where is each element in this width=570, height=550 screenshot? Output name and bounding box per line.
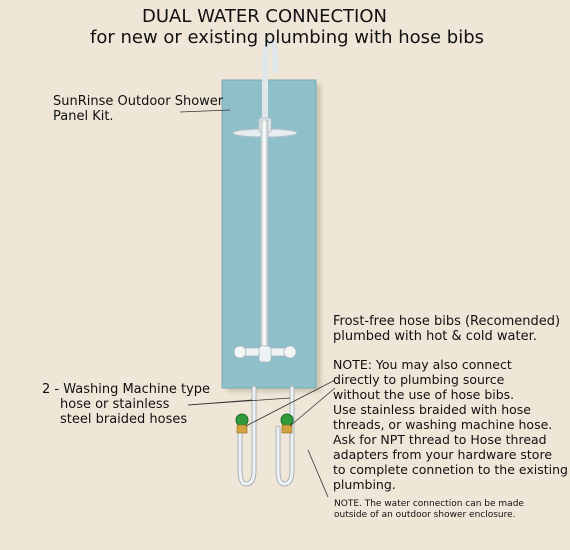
panel-kit-label: SunRinse Outdoor Shower Panel Kit.	[53, 94, 224, 124]
hoses-label: 2 - Washing Machine type hose or stainle…	[42, 382, 211, 427]
hose-bib-right	[280, 413, 294, 434]
hose-bib-left	[235, 413, 249, 434]
leader-lines	[179, 109, 336, 498]
shower-arm	[262, 38, 278, 123]
hoses	[237, 385, 295, 487]
valve-handles	[233, 345, 297, 363]
title-line-1: DUAL WATER CONNECTION	[142, 6, 387, 27]
riser-pipe	[260, 119, 269, 353]
connect-note: NOTE: You may also connect directly to p…	[333, 357, 568, 492]
enclosure-note: NOTE. The water connection can be made o…	[334, 499, 524, 520]
hose-bibs-label: Frost-free hose bibs (Recomended) plumbe…	[333, 314, 561, 344]
title-line-2: for new or existing plumbing with hose b…	[90, 27, 485, 48]
